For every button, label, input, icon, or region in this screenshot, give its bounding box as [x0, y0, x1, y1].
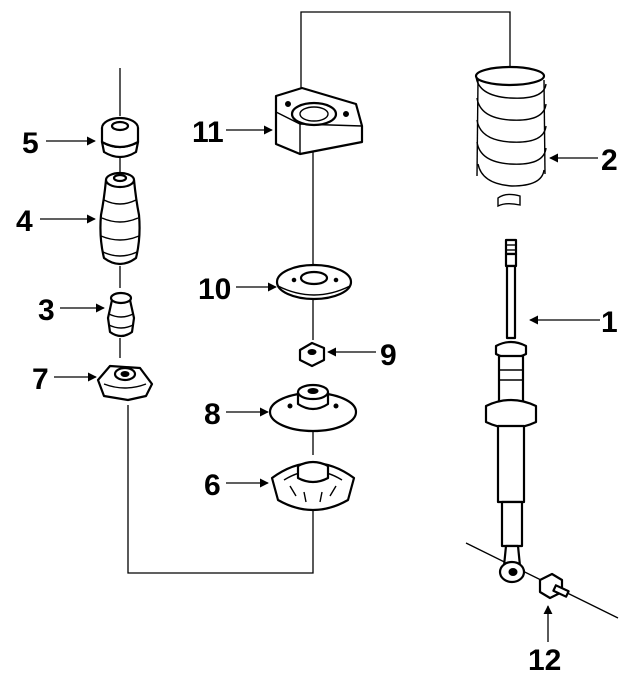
- callout-7: 7: [32, 363, 49, 396]
- part-7-bracket: [96, 364, 154, 402]
- part-10-washer: [275, 263, 353, 301]
- callout-3: 3: [38, 294, 55, 327]
- callout-8: 8: [204, 398, 221, 431]
- part-12-bolt: [538, 572, 570, 600]
- callout-4: 4: [16, 205, 33, 238]
- part-1-shock-absorber: [484, 238, 538, 584]
- callout-9: 9: [380, 339, 397, 372]
- callout-labels: 1 2 3 4 5 6 7 8 9 10 11 12: [16, 116, 618, 677]
- callout-2: 2: [601, 144, 618, 177]
- part-8-upper-mount: [268, 383, 358, 433]
- callout-12: 12: [528, 644, 561, 677]
- part-3-bumper: [106, 291, 136, 338]
- callout-arrows: [40, 125, 600, 642]
- callout-1: 1: [601, 306, 618, 339]
- connector-lines: [119, 11, 619, 619]
- part-9-nut: [298, 341, 326, 368]
- callout-10: 10: [198, 273, 231, 306]
- part-2-coil-spring: [474, 65, 547, 208]
- callout-11: 11: [192, 116, 224, 149]
- part-11-plate: [274, 86, 364, 156]
- part-6-spring-seat: [270, 460, 356, 511]
- callout-5: 5: [22, 127, 39, 160]
- part-5-bushing: [100, 116, 140, 159]
- part-4-boot: [99, 171, 141, 266]
- callout-6: 6: [204, 469, 221, 502]
